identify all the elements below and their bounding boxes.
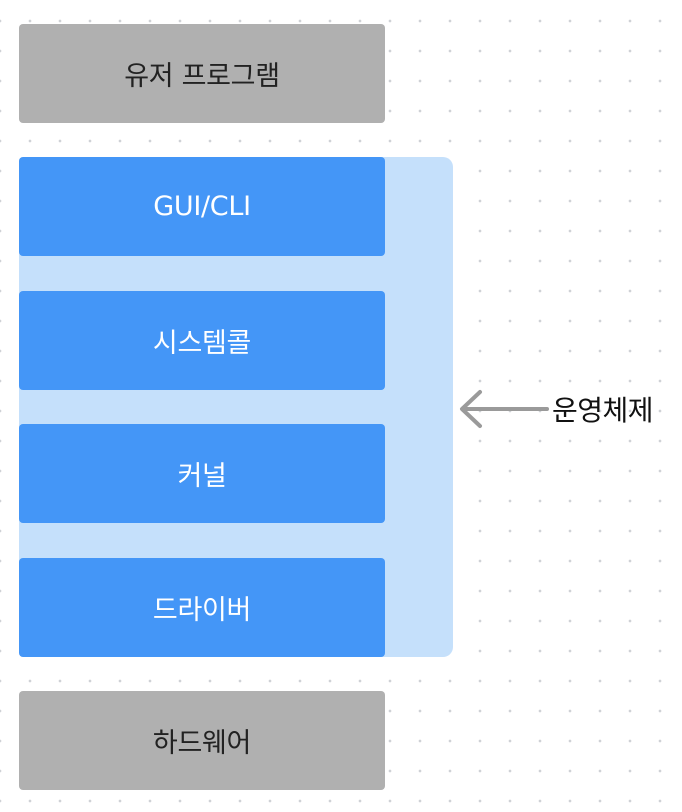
hardware-box: 하드웨어	[19, 691, 385, 790]
driver-box: 드라이버	[19, 558, 385, 657]
user-program-box: 유저 프로그램	[19, 24, 385, 123]
kernel-label: 커널	[177, 461, 227, 492]
driver-label: 드라이버	[152, 595, 252, 626]
system-call-box: 시스템콜	[19, 291, 385, 390]
system-call-label: 시스템콜	[152, 328, 252, 359]
hardware-label: 하드웨어	[152, 728, 252, 759]
operating-system-label: 운영체제	[552, 394, 654, 427]
user-program-label: 유저 프로그램	[124, 61, 280, 92]
kernel-box: 커널	[19, 424, 385, 523]
gui-cli-box: GUI/CLI	[19, 157, 385, 256]
gui-cli-label: GUI/CLI	[153, 191, 251, 222]
left-arrow-icon	[460, 390, 549, 428]
